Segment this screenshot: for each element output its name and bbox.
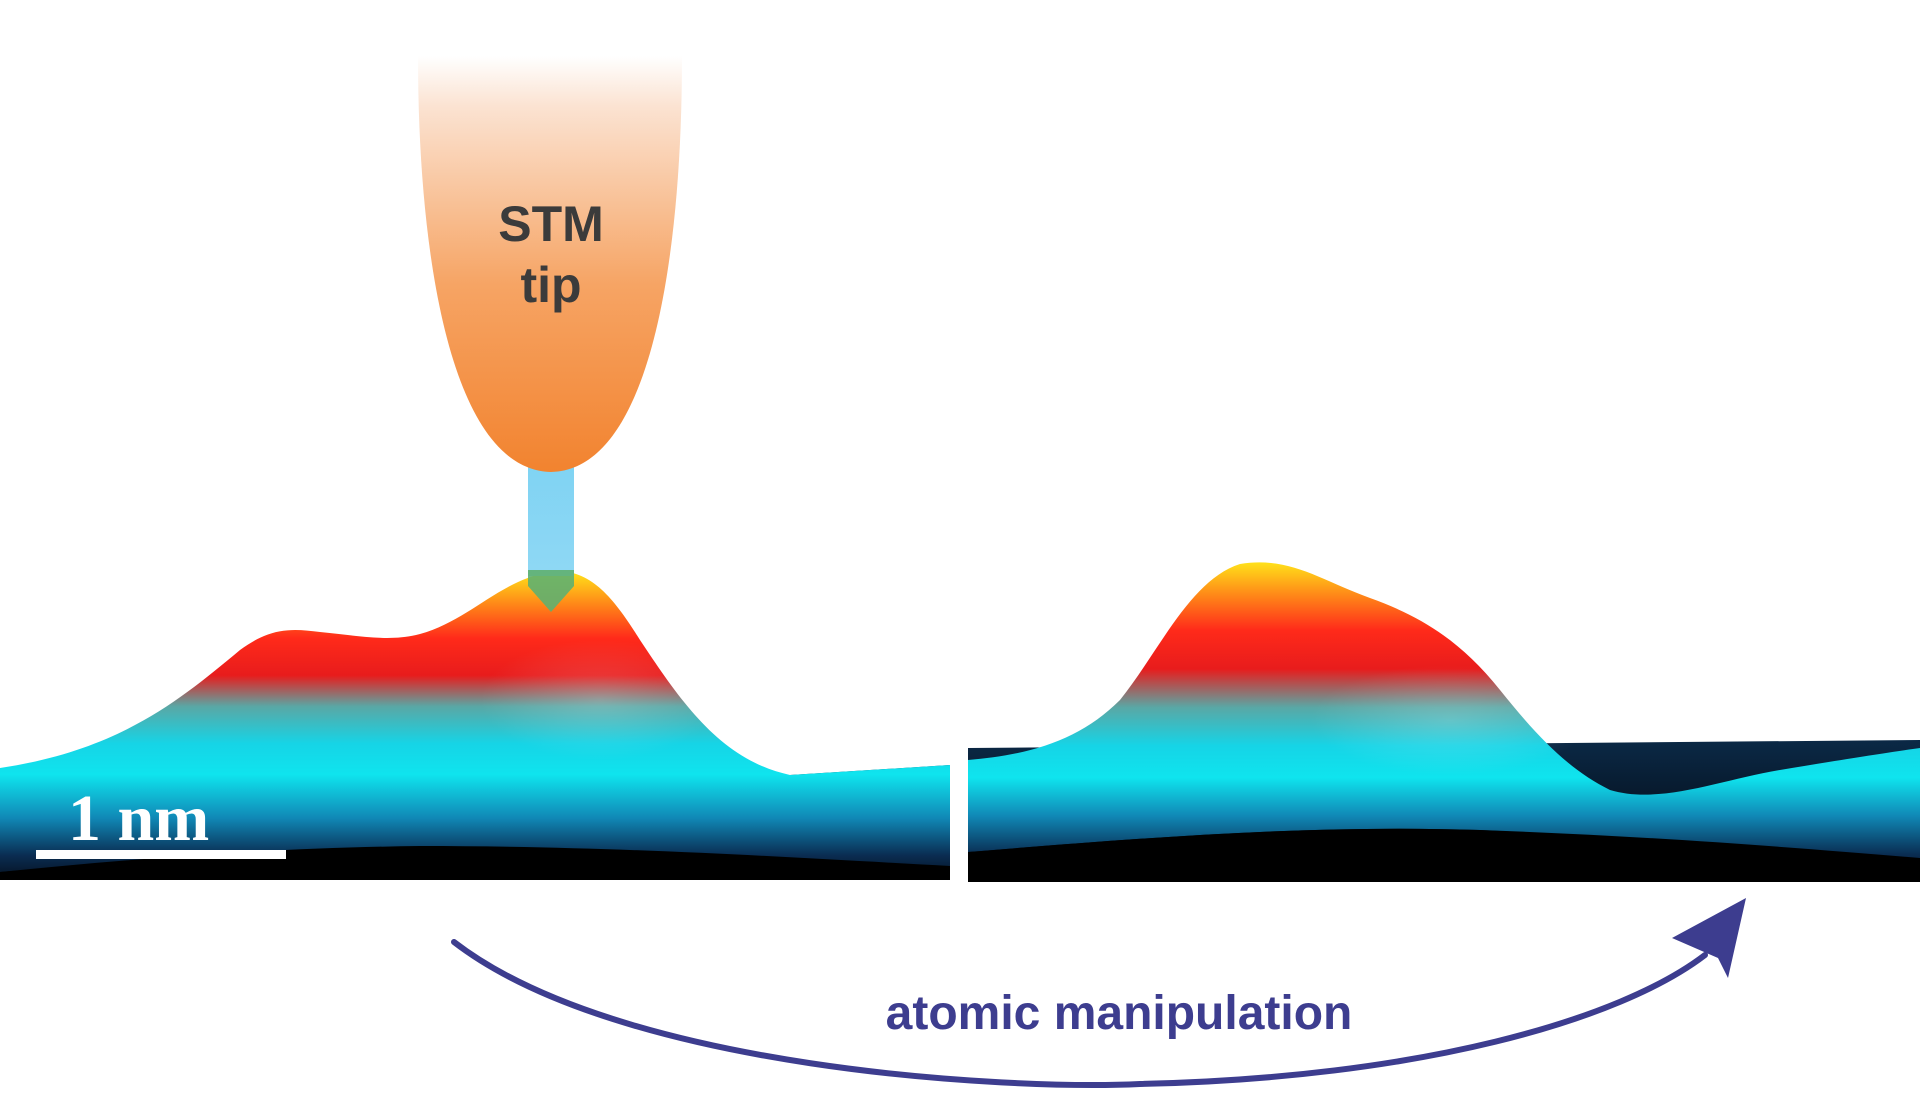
left-topography-panel: 1 nm (0, 571, 950, 880)
scale-bar-label: 1 nm (68, 782, 209, 855)
right-highlight (1310, 665, 1590, 775)
arrow-head-icon (1672, 898, 1746, 978)
scale-bar (36, 850, 286, 859)
tunneling-beam (528, 460, 574, 576)
tip-label-line2: tip (520, 257, 581, 313)
stm-tip: STM tip (418, 56, 682, 612)
tip-label-line1: STM (498, 196, 604, 252)
left-highlight (480, 640, 720, 760)
arrow-label: atomic manipulation (886, 987, 1353, 1040)
left-surface-bump (0, 571, 950, 880)
beam-arrowhead (528, 570, 574, 612)
right-shadow-band (968, 828, 1920, 882)
tip-body (418, 56, 682, 472)
right-topography-panel (968, 562, 1920, 882)
arrow-curve (451, 939, 1708, 1088)
manipulation-arrow: atomic manipulation (451, 898, 1746, 1088)
